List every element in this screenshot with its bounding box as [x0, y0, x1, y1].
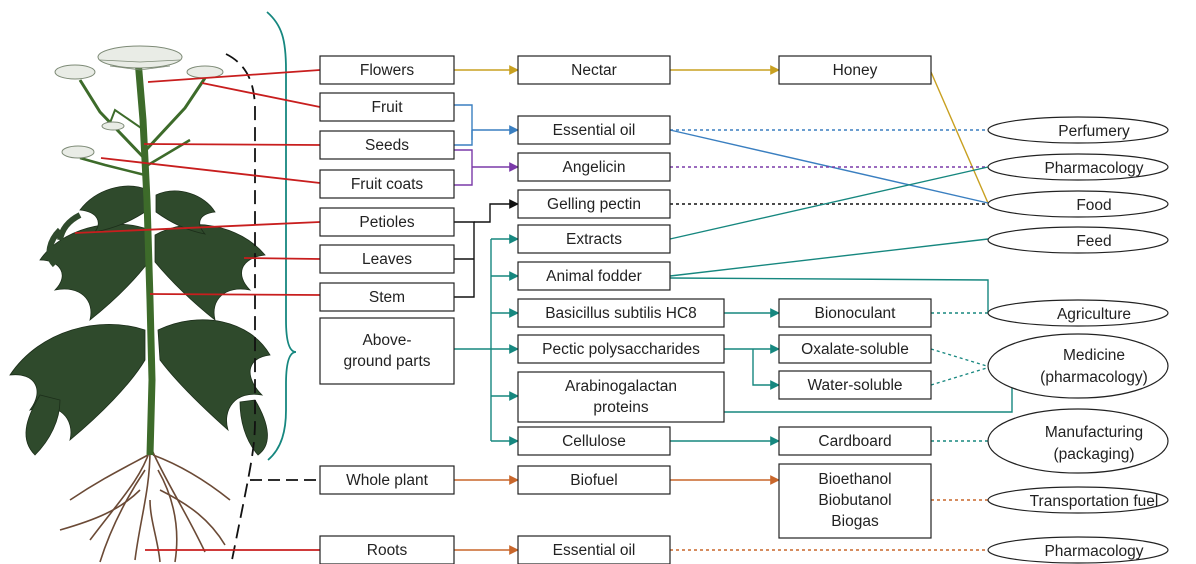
roots-essential-oil-box: Essential oil [517, 535, 671, 564]
pectin-flow [454, 199, 988, 298]
cellulose-box: Cellulose [517, 426, 671, 456]
feed-label: Feed [1076, 233, 1111, 250]
whole-plant-bracket [225, 53, 256, 561]
seeds-label: Seeds [365, 137, 409, 154]
basicillus-label: Basicillus subtilis HC8 [545, 305, 697, 322]
leaves-illustration [9, 185, 271, 456]
perfumery-oval: Perfumery [987, 116, 1169, 144]
nectar-label: Nectar [571, 62, 617, 79]
above-ground-bracket [266, 11, 297, 461]
water-soluble-box: Water-soluble [778, 370, 932, 400]
flowers-illustration [54, 45, 224, 159]
whole-plant-box: Whole plant [319, 465, 455, 495]
above-ground-flow [454, 166, 1013, 446]
oxalate-soluble-label: Oxalate-soluble [801, 341, 909, 358]
transportation-fuel-oval: Transportation fuel [987, 486, 1169, 514]
flowers-box: Flowers [319, 55, 455, 85]
oxalate-soluble-box: Oxalate-soluble [778, 334, 932, 364]
above-ground-box: Above- ground parts [319, 317, 455, 385]
gelling-pectin-box: Gelling pectin [517, 189, 671, 219]
roots-label: Roots [367, 542, 408, 559]
honey-flow [454, 65, 989, 204]
essential-oil-box: Essential oil [517, 115, 671, 145]
stem-box: Stem [319, 282, 455, 312]
bionoculant-label: Bionoculant [814, 305, 896, 322]
manufacturing-label-line1: Manufacturing [1045, 424, 1143, 441]
applications: Perfumery Pharmacology Food Feed Agricul… [987, 116, 1169, 564]
stem-label: Stem [369, 289, 405, 306]
biogas-label: Biogas [831, 513, 879, 530]
pharmacology-label: Pharmacology [1044, 160, 1143, 177]
agriculture-label: Agriculture [1057, 306, 1131, 323]
animal-fodder-box: Animal fodder [517, 261, 671, 291]
seeds-box: Seeds [319, 130, 455, 160]
animal-fodder-label: Animal fodder [546, 268, 642, 285]
medicine-label-line1: Medicine [1063, 347, 1125, 364]
extracts-label: Extracts [566, 231, 622, 248]
food-oval: Food [987, 190, 1169, 218]
angelicin-box: Angelicin [517, 152, 671, 182]
part-pointers [74, 69, 321, 551]
roots-illustration [59, 449, 231, 563]
fruit-coats-box: Fruit coats [319, 169, 455, 199]
nectar-box: Nectar [517, 55, 671, 85]
biofuel-label: Biofuel [570, 472, 617, 489]
whole-plant-label: Whole plant [346, 472, 429, 489]
feed-oval: Feed [987, 226, 1169, 254]
products: Nectar Essential oil Angelicin Gelling p… [517, 55, 725, 564]
biobutanol-label: Biobutanol [818, 492, 891, 509]
petioles-label: Petioles [359, 214, 414, 231]
honey-box: Honey [778, 55, 932, 85]
bioethanol-label: Bioethanol [818, 471, 891, 488]
pectic-polysaccharides-box: Pectic polysaccharides [517, 334, 725, 364]
arabinogalactan-box: Arabinogalactan proteins [517, 371, 725, 423]
cardboard-label: Cardboard [818, 433, 891, 450]
biofuels-box: Bioethanol Biobutanol Biogas [778, 463, 932, 539]
pharmacology-oval: Pharmacology [987, 153, 1169, 181]
bionoculant-box: Bionoculant [778, 298, 932, 328]
gelling-pectin-label: Gelling pectin [547, 196, 641, 213]
extracts-box: Extracts [517, 224, 671, 254]
food-label: Food [1076, 197, 1111, 214]
petioles-box: Petioles [319, 207, 455, 237]
medicine-oval: Medicine (pharmacology) [987, 333, 1169, 399]
above-ground-label-line2: ground parts [343, 353, 430, 370]
fruit-box: Fruit [319, 92, 455, 122]
roots-pharmacology-oval: Pharmacology [987, 536, 1169, 564]
basicillus-box: Basicillus subtilis HC8 [517, 298, 725, 328]
pectic-polysaccharides-label: Pectic polysaccharides [542, 341, 700, 358]
derived-products: Honey Bionoculant Oxalate-soluble Water-… [778, 55, 932, 539]
fuel-flow [454, 475, 988, 555]
cardboard-box: Cardboard [778, 426, 932, 456]
cellulose-label: Cellulose [562, 433, 626, 450]
above-ground-label-line1: Above- [362, 332, 411, 349]
transportation-fuel-label: Transportation fuel [1030, 493, 1159, 510]
arabinogalactan-label-line1: Arabinogalactan [565, 378, 677, 395]
arabinogalactan-label-line2: proteins [593, 399, 648, 416]
fruit-label: Fruit [372, 99, 404, 116]
leaves-box: Leaves [319, 244, 455, 274]
manufacturing-label-line2: (packaging) [1054, 446, 1135, 463]
roots-pharmacology-label: Pharmacology [1044, 543, 1143, 560]
water-soluble-label: Water-soluble [807, 377, 902, 394]
honey-label: Honey [833, 62, 878, 79]
fruit-coats-label: Fruit coats [351, 176, 424, 193]
plant-parts: Flowers Fruit Seeds Fruit coats Petioles… [319, 55, 455, 564]
agriculture-oval: Agriculture [987, 299, 1169, 327]
angelicin-flow [454, 149, 988, 186]
plant-illustration [9, 45, 271, 563]
leaves-label: Leaves [362, 251, 412, 268]
flowers-label: Flowers [360, 62, 415, 79]
essential-oil-label: Essential oil [553, 122, 636, 139]
medicine-label-line2: (pharmacology) [1040, 369, 1148, 386]
manufacturing-oval: Manufacturing (packaging) [987, 408, 1169, 474]
perfumery-label: Perfumery [1058, 123, 1130, 140]
biofuel-box: Biofuel [517, 465, 671, 495]
roots-essential-oil-label: Essential oil [553, 542, 636, 559]
roots-box: Roots [319, 535, 455, 564]
angelicin-label: Angelicin [563, 159, 626, 176]
